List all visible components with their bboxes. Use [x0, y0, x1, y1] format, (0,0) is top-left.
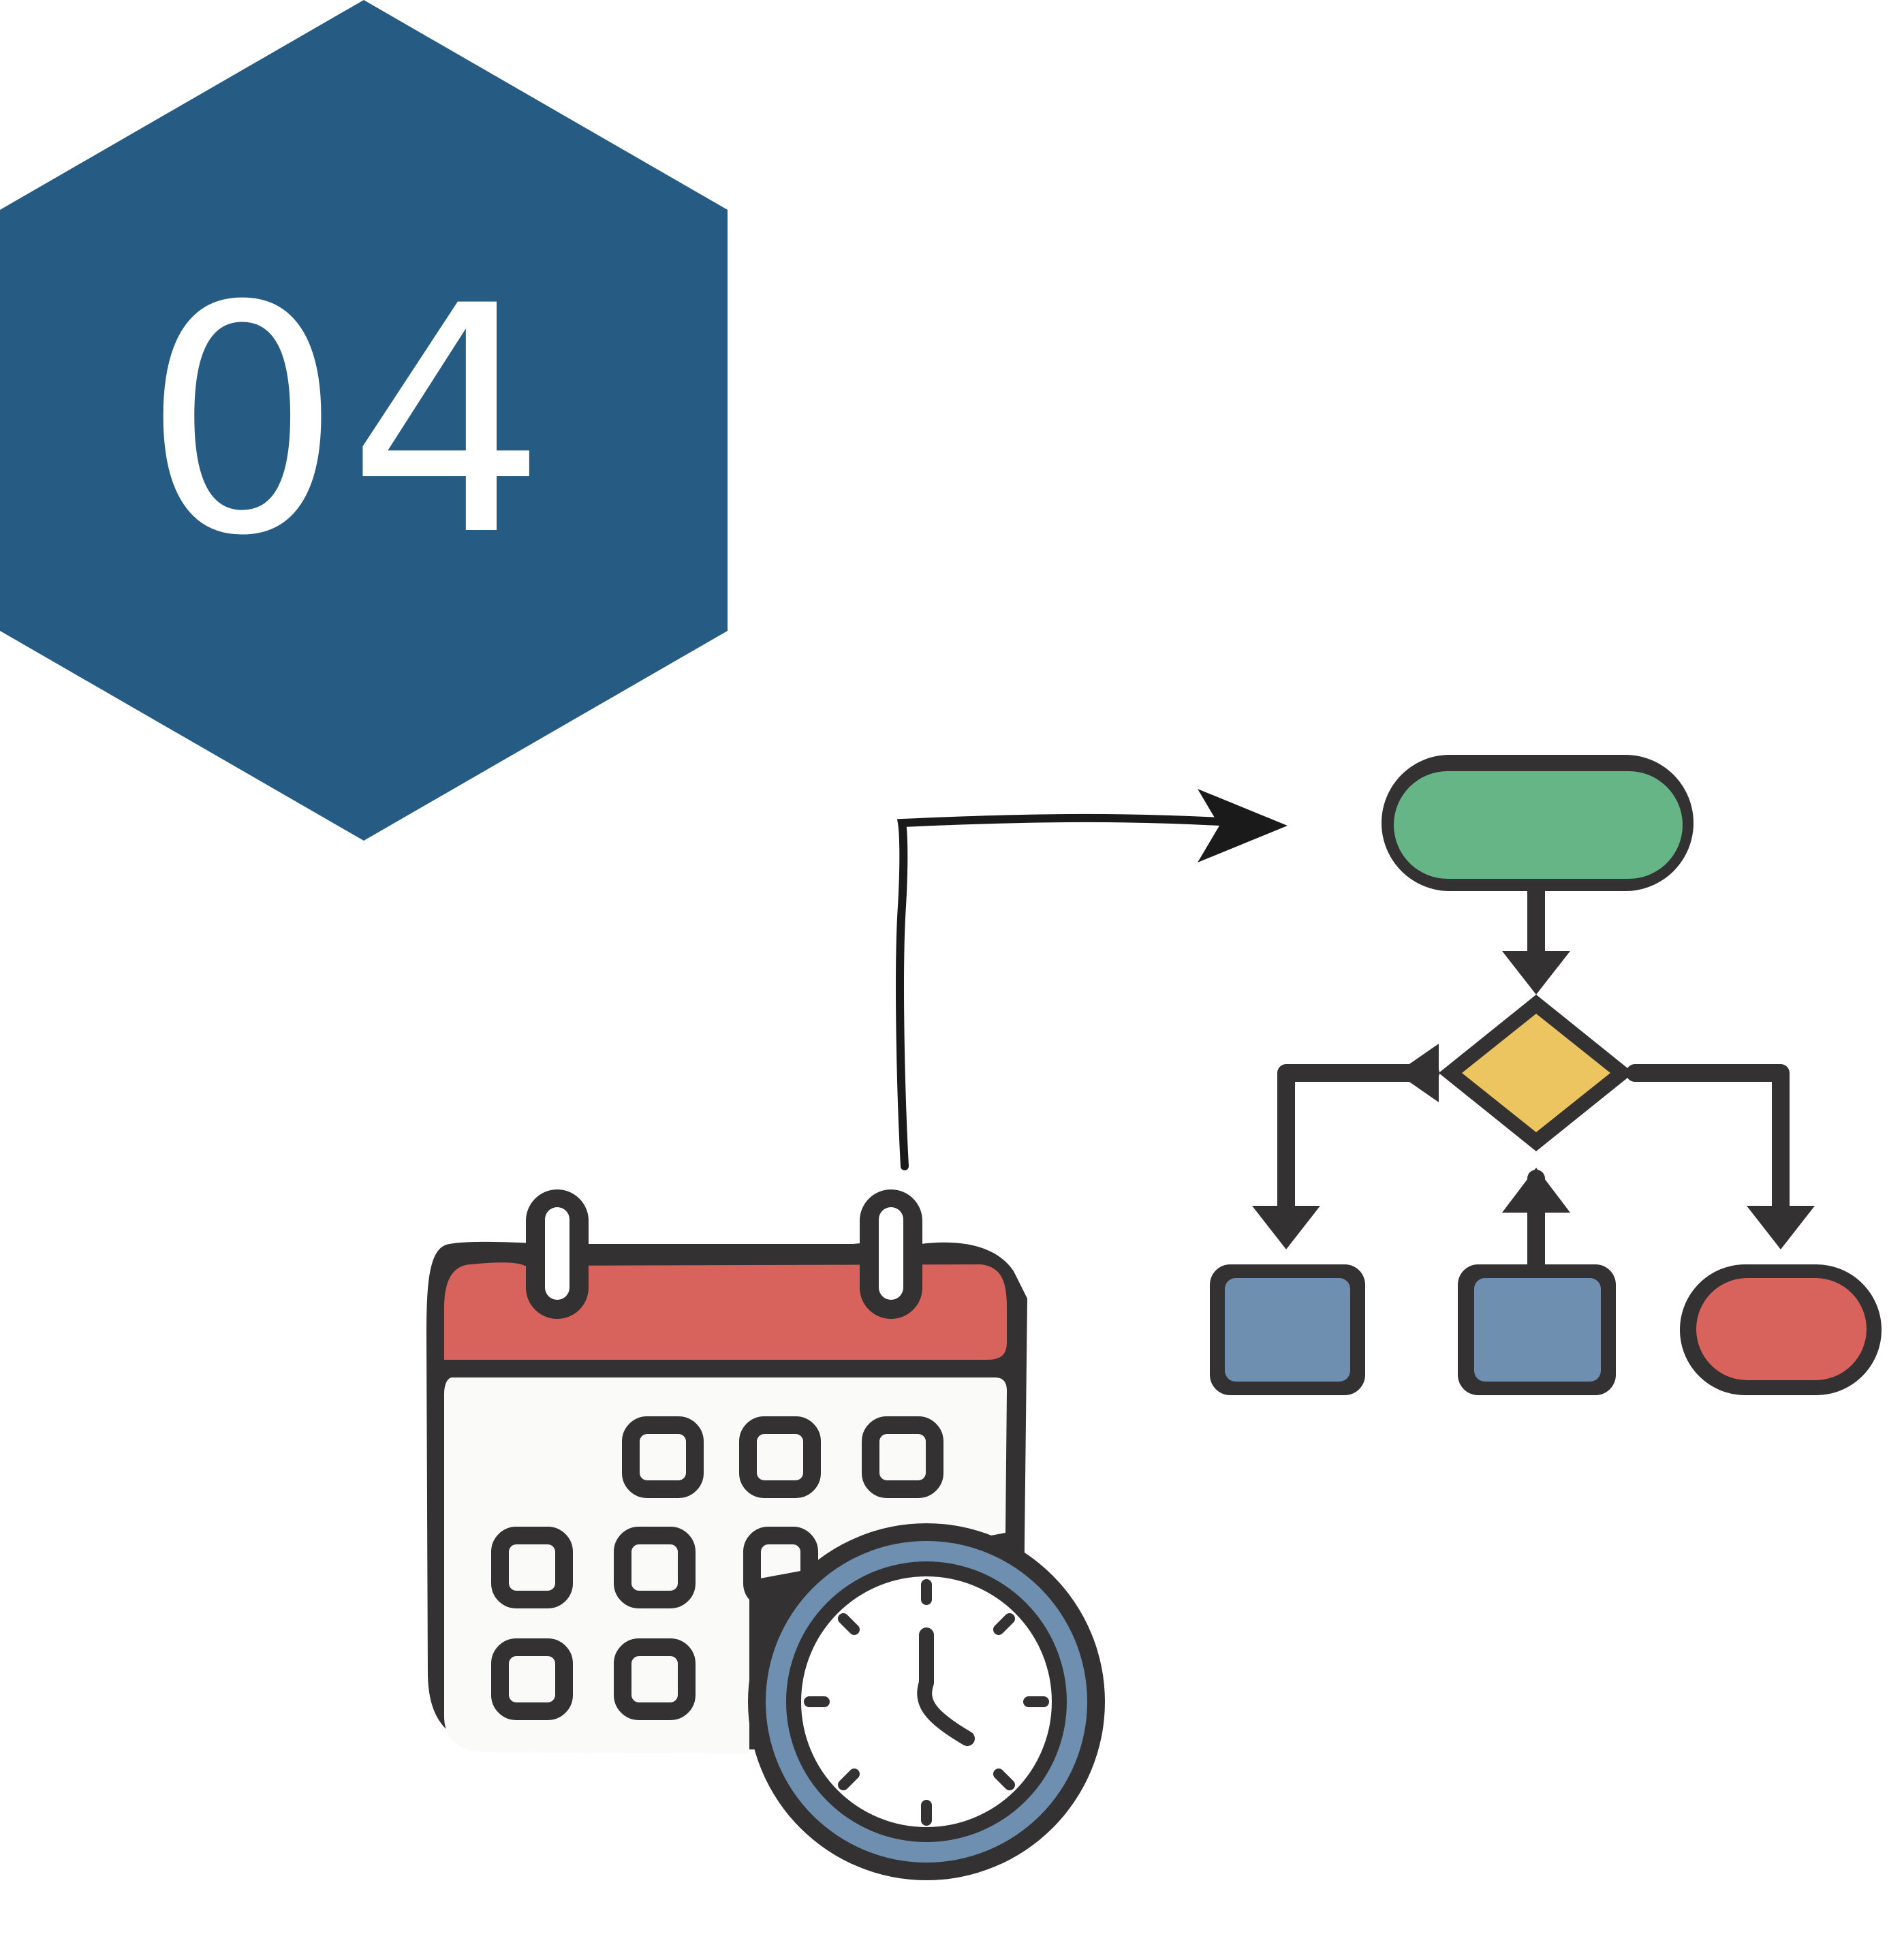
calendar-icon: [426, 1189, 1105, 1880]
step-badge: 04: [0, 0, 728, 841]
flowchart-icon: [1210, 755, 1882, 1395]
flowchart-end-node: [1696, 1278, 1867, 1380]
calendar-day: [491, 1527, 573, 1608]
flowchart-decision-node: [1462, 1014, 1610, 1132]
calendar-day: [614, 1527, 696, 1608]
calendar-ring-left: [526, 1189, 589, 1319]
flowchart-process-node-left: [1225, 1278, 1350, 1382]
flowchart-process-node-middle: [1474, 1278, 1601, 1382]
clock-hands: [917, 1627, 975, 1746]
flowchart-arrowheads: [1252, 951, 1815, 1249]
calendar-ring-right: [860, 1189, 922, 1319]
bent-arrow-icon: [896, 789, 1287, 1170]
clock-ticks: [804, 1579, 1049, 1826]
connector-line: [896, 813, 1223, 1170]
calendar-day: [614, 1638, 696, 1720]
calendar-day: [862, 1416, 943, 1498]
calendar-day: [622, 1416, 704, 1498]
step-number: 04: [142, 240, 552, 604]
clock-icon: [748, 1523, 1105, 1880]
arrow-head: [1198, 789, 1287, 862]
flowchart-start-node: [1394, 771, 1683, 879]
calendar-day: [491, 1638, 573, 1720]
hexagon-badge-shape: [0, 0, 728, 841]
calendar-day: [739, 1416, 821, 1498]
